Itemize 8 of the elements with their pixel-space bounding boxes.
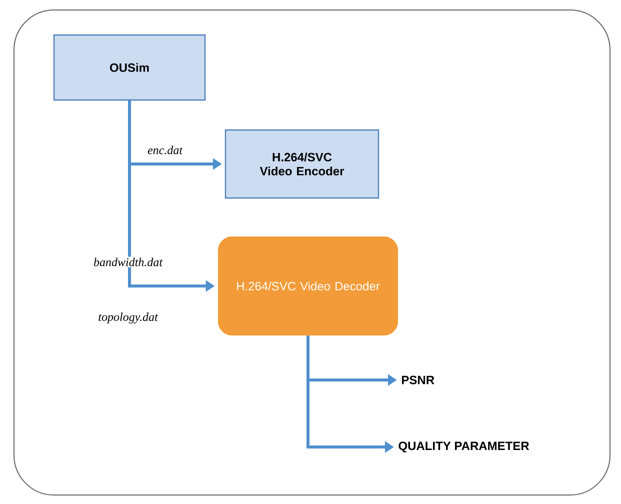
output-label: QUALITY PARAMETER [398, 442, 530, 452]
process-box: H.264/SVC Video Encoder [224, 129, 380, 199]
file-label: topology.dat [97, 312, 159, 324]
edge-label: bandwidth.dat [92, 256, 164, 268]
process-box: OUSim [53, 34, 206, 101]
output-label: PSNR [402, 376, 434, 384]
process-box: H.264/SVC Video Decoder [218, 236, 398, 336]
edge-label: enc.dat [146, 144, 184, 156]
